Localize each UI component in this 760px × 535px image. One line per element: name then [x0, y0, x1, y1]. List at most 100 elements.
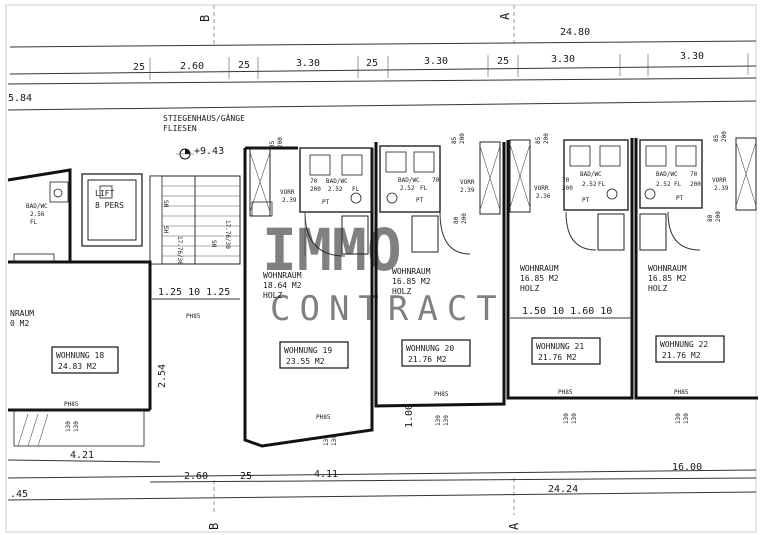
apt22-door-dim-1: 200 [721, 131, 728, 142]
ph85-stair: PH85 [186, 313, 201, 320]
lift-capacity: 8 PERS [95, 201, 124, 210]
apt18-ph-0: 130 [65, 421, 72, 432]
apt20-label-box [401, 339, 471, 367]
apt22-bath-3: FL [674, 181, 682, 188]
apt19-ph-1: 130 [331, 435, 338, 446]
apt22-room-label: WOHNRAUM [648, 264, 687, 273]
apt21-bath-3: 2.52 [582, 181, 597, 188]
apt22-door-dim-5: 200 [715, 211, 722, 222]
apt22-floor: HOLZ [648, 284, 667, 293]
apt21-ph85: PH85 [558, 389, 573, 396]
apt22-vorr-label: VORR [712, 177, 727, 184]
apt21-bath-2: BAD/WC [580, 171, 602, 178]
watermark-line-2: CONTRACT [270, 289, 506, 329]
apt21-vorr-area: 2.36 [536, 193, 551, 200]
apt19-bath-0: 70 [310, 178, 318, 185]
apt19-vorr-area: 2.39 [282, 197, 297, 204]
apt20-name: WOHNUNG 20 [406, 344, 454, 353]
apt20-pt: PT [416, 197, 424, 204]
dim-stair-width: 1.25 10 1.25 [158, 287, 230, 298]
axis-a-top: A [498, 12, 512, 20]
apt20-ph-1: 130 [443, 415, 450, 426]
axis-b-top: B [198, 15, 212, 22]
apt20-vorr-area: 2.39 [460, 187, 475, 194]
apt20-bath-0: BAD/WC [398, 177, 420, 184]
apt22-bath-2: 2.52 [656, 181, 671, 188]
stair-mark-0: SH [162, 200, 169, 208]
apt19-area: 23.55 M2 [286, 357, 325, 366]
apt19-bath-2: BAD/WC [326, 178, 348, 185]
lift-label: LIFT [95, 189, 114, 198]
dim-top-5: 3.30 [424, 56, 448, 67]
apt18-ph85: PH85 [64, 401, 79, 408]
apt20-door-dim-0: 85 [451, 136, 458, 144]
apartment-22 [634, 137, 758, 400]
apt19-pt: PT [322, 199, 330, 206]
apt21-floor: HOLZ [520, 284, 539, 293]
apt20-room-label: WOHNRAUM [392, 267, 431, 276]
dim-top-6: 25 [497, 56, 509, 67]
apt18-label-box [51, 346, 119, 374]
apt19-ph-0: 130 [323, 435, 330, 446]
apt22-label-box [655, 335, 725, 363]
apartment-18 [7, 168, 152, 447]
top-dimension-lines [7, 40, 757, 111]
apt19-bath-4: FL [352, 186, 360, 193]
dim-bottom-3: 16.00 [672, 462, 702, 473]
dim-apt21-width: 1.50 10 1.60 10 [522, 306, 612, 317]
apt20-bath-2: 2.52 [400, 185, 415, 192]
dim-bottom-1: 25 [240, 471, 252, 482]
apt20-ph85: PH85 [434, 391, 449, 398]
stair-mark-3: 17.76/30 [176, 236, 183, 265]
axis-b-bottom: B [207, 523, 221, 530]
apt20-floor: HOLZ [392, 287, 411, 296]
apt21-pt: PT [582, 197, 590, 204]
apt20-ph-0: 130 [435, 415, 442, 426]
dim-top-1: 2.60 [180, 61, 204, 72]
apt19-bath-3: 2.52 [328, 186, 343, 193]
apt21-room-label: WOHNRAUM [520, 264, 559, 273]
dim-vertical: 2.54 [157, 364, 168, 388]
apt19-room-label: WOHNRAUM [263, 271, 302, 280]
dim-top-left: 5.84 [8, 93, 32, 104]
apt18-ph-1: 130 [73, 421, 80, 432]
apt22-area: 21.76 M2 [662, 351, 701, 360]
dim-bottom-cut: .45 [10, 489, 28, 500]
apt19-bath-1: 200 [310, 186, 321, 193]
dim-bottom-2: 4.11 [314, 469, 338, 480]
apt21-bath-4: FL [598, 181, 606, 188]
apt22-vorr-area: 2.39 [714, 185, 729, 192]
dim-top-4: 25 [366, 58, 378, 69]
apt20-door-dim-5: 200 [461, 213, 468, 224]
apt19-door-dim-1: 200 [277, 137, 284, 148]
apt18-area: 24.83 M2 [58, 362, 97, 371]
apartment-20 [374, 141, 506, 408]
apt21-door-dim-0: 85 [535, 136, 542, 144]
apt21-ph-0: 130 [563, 413, 570, 424]
apt20-room-area: 16.85 M2 [392, 277, 431, 286]
apt19-label-box [279, 341, 349, 369]
apt19-floor: HOLZ [263, 291, 282, 300]
apt20-bath-3: FL [420, 185, 428, 192]
dim-bottom-overall: 24.24 [548, 484, 578, 495]
apt22-door-dim-4: 80 [707, 214, 714, 222]
apt21-name: WOHNUNG 21 [536, 342, 584, 351]
lift-shaft [81, 173, 143, 247]
apt18-room-label: NRAUM [10, 309, 34, 318]
dim-vertical-2: 1.00 [404, 404, 415, 428]
dim-top-0: 25 [133, 62, 145, 73]
dim-overall-top: 24.80 [560, 27, 590, 38]
dim-bottom-0: 2.60 [184, 471, 208, 482]
dim-top-3: 3.30 [296, 58, 320, 69]
apt20-door-dim-1: 200 [459, 133, 466, 144]
axis-a-bottom: A [507, 522, 521, 530]
apt20-area: 21.76 M2 [408, 355, 447, 364]
apt18-bath-label: BAD/WC [26, 203, 48, 210]
apt19-name: WOHNUNG 19 [284, 346, 332, 355]
stairwell-label: STIEGENHAUS/GÄNGE [163, 113, 245, 123]
apt21-area: 21.76 M2 [538, 353, 577, 362]
apt21-ph-1: 130 [571, 413, 578, 424]
dim-top-2: 25 [238, 60, 250, 71]
apt22-bath-0: BAD/WC [656, 171, 678, 178]
apt22-door-dim-0: 85 [713, 134, 720, 142]
